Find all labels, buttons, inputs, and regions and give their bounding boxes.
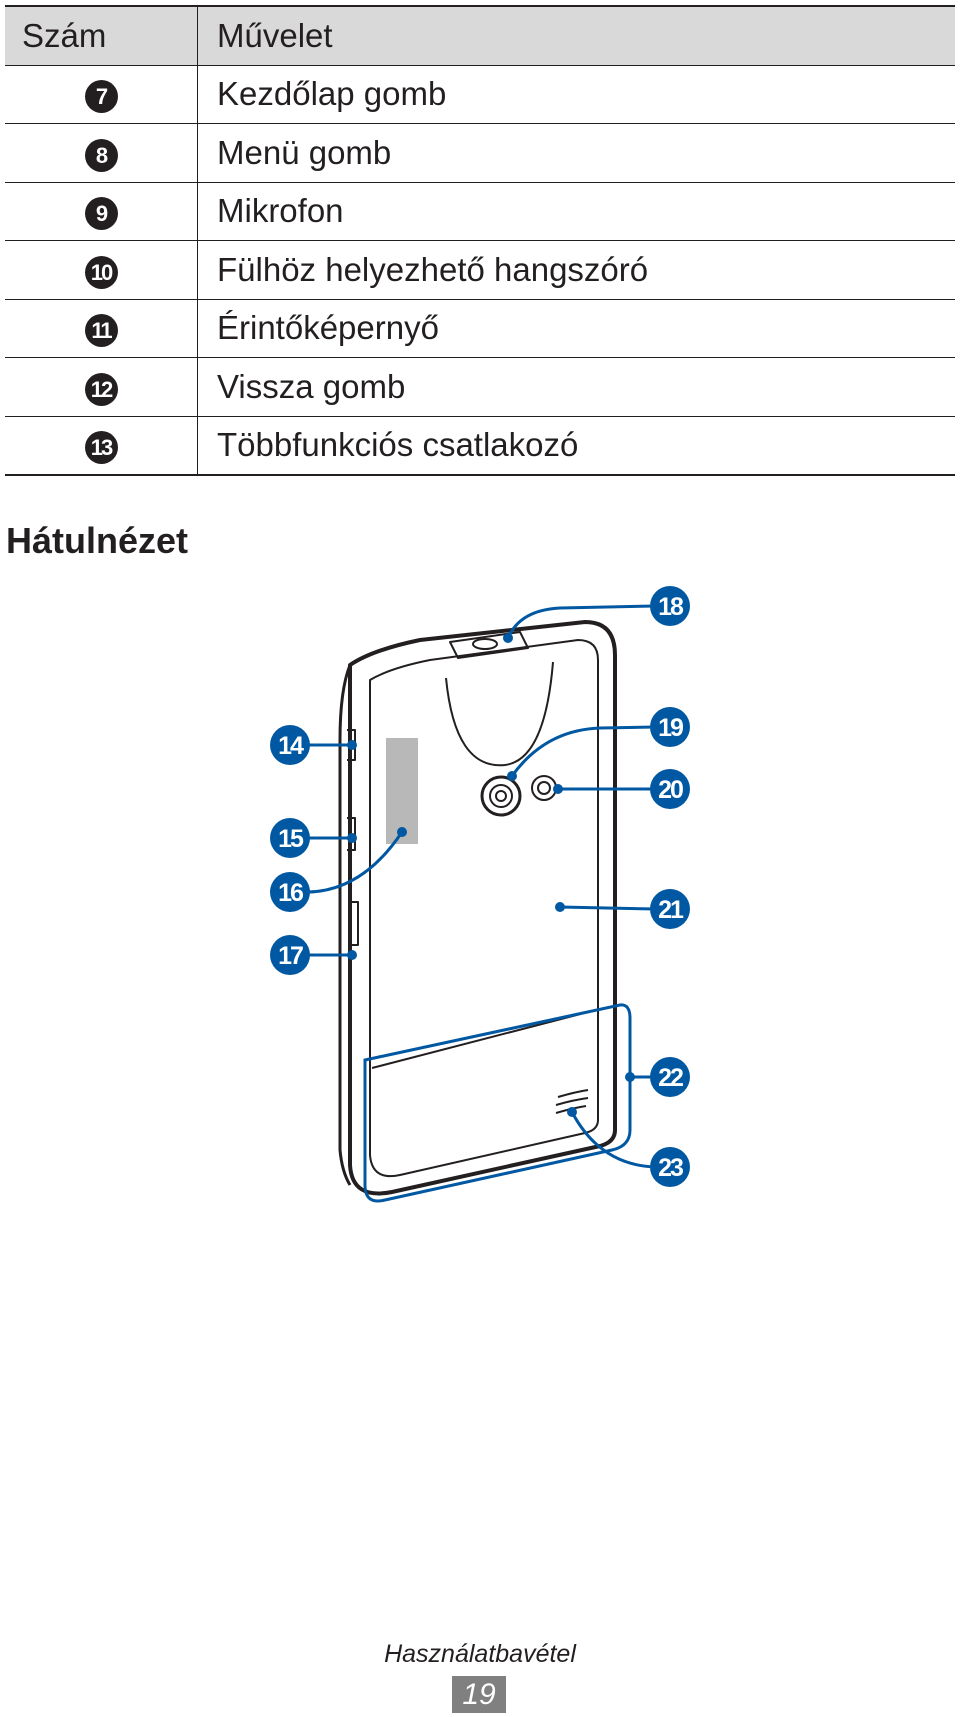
table-row: 10 Fülhöz helyezhető hangszóró [5,240,955,300]
section-title: Hátulnézet [6,520,189,561]
callout-23: 23 [658,1154,683,1182]
row-label: Mikrofon [197,182,955,241]
table-row: 11 Érintőképernyő [5,299,955,358]
row-label: Menü gomb [197,123,955,183]
callout-18: 18 [658,593,684,621]
table-row: 8 Menü gomb [5,123,955,183]
row-label: Többfunkciós csatlakozó [197,416,955,476]
header-function: Művelet [197,5,955,66]
table-header-row: Szám Művelet [5,5,955,66]
callout-badges [270,586,690,1187]
number-badge: 9 [84,197,118,231]
callout-21: 21 [658,896,684,924]
callout-numbers: 14 15 16 17 18 19 20 21 22 23 [278,593,686,1182]
number-badge: 10 [84,255,118,289]
callout-15: 15 [278,825,304,853]
callout-19: 19 [658,714,683,742]
row-label: Vissza gomb [197,357,955,417]
header-number: Szám [5,5,198,66]
number-badge: 12 [84,372,118,406]
components-table: Szám Művelet 7 Kezdőlap gomb 8 Menü gomb… [5,5,955,476]
number-badge: 8 [84,138,118,172]
table-row: 9 Mikrofon [5,182,955,241]
callout-16: 16 [278,879,303,907]
row-label: Fülhöz helyezhető hangszóró [197,240,955,300]
callout-lines [299,604,656,1203]
callout-17: 17 [278,942,303,970]
callout-14: 14 [278,732,304,760]
number-badge: 11 [84,314,118,348]
row-label: Kezdőlap gomb [197,65,955,124]
table-row: 7 Kezdőlap gomb [5,65,955,124]
table-row: 13 Többfunkciós csatlakozó [5,416,955,476]
table-row: 12 Vissza gomb [5,357,955,417]
callout-20: 20 [658,776,683,804]
callout-22: 22 [658,1064,683,1092]
phone-back-diagram: 14 15 16 17 18 19 20 21 22 23 [270,586,690,1203]
number-badge: 13 [84,431,118,465]
number-badge: 7 [84,80,118,114]
row-label: Érintőképernyő [197,299,955,358]
callout-dots [347,633,635,1117]
footer-title: Használatbavétel [384,1640,576,1668]
page-number: 19 [452,1676,506,1713]
